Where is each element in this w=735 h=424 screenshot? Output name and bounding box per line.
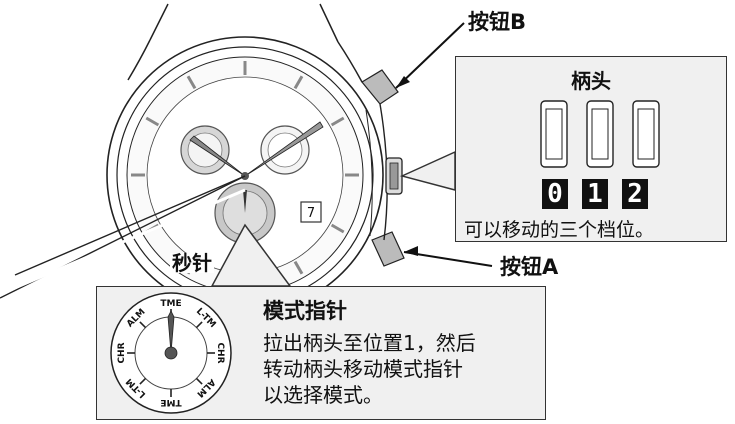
hour-marker <box>186 75 197 90</box>
mode-hand-line-1: 拉出柄头至位置1，然后 <box>263 331 476 355</box>
button-b-label: 按钮B <box>468 10 527 34</box>
crown-panel: 柄头 0 1 2 可以移动的三个档位。 <box>455 56 727 242</box>
hour-marker <box>293 75 304 90</box>
crown-outline <box>632 100 660 168</box>
button-a-pusher <box>371 231 405 267</box>
hour-marker <box>145 116 160 127</box>
mode-hand-line-2: 转动柄头移动模式指针 <box>263 357 463 381</box>
crown-positions-illustration <box>540 100 660 168</box>
crown-panel-caption: 可以移动的三个档位。 <box>464 219 655 241</box>
button-b-pusher <box>361 69 399 105</box>
dial-label: TME <box>160 397 181 407</box>
dial-label: TME <box>160 299 181 309</box>
dial-label: CHR <box>117 342 127 363</box>
hour-marker <box>330 116 345 127</box>
dial-tick <box>195 321 203 329</box>
crown-inner <box>591 108 609 160</box>
crown-position-0: 0 <box>542 179 568 209</box>
second-hand-label: 秒针 <box>170 251 214 275</box>
dial-tick <box>139 321 147 329</box>
svg-text:7: 7 <box>307 206 315 221</box>
dial-label: CHR <box>215 342 225 363</box>
crown-inner <box>637 108 655 160</box>
crown-inner <box>545 108 563 160</box>
crown-position-2: 2 <box>622 179 648 209</box>
crown-position-1: 1 <box>582 179 608 209</box>
button-a-label: 按钮A <box>500 255 559 279</box>
hour-marker <box>293 260 304 275</box>
dial-tick <box>139 377 147 385</box>
mode-hand-line-3: 以选择模式。 <box>263 383 383 407</box>
date-window: 7 <box>300 201 322 223</box>
crown-panel-title: 柄头 <box>571 69 611 93</box>
crown-outline <box>540 100 568 168</box>
mode-hand-title: 模式指针 <box>263 299 347 323</box>
hour-marker <box>330 223 345 234</box>
crown <box>385 157 403 195</box>
dial-tick <box>195 377 203 385</box>
crown-outline <box>586 100 614 168</box>
